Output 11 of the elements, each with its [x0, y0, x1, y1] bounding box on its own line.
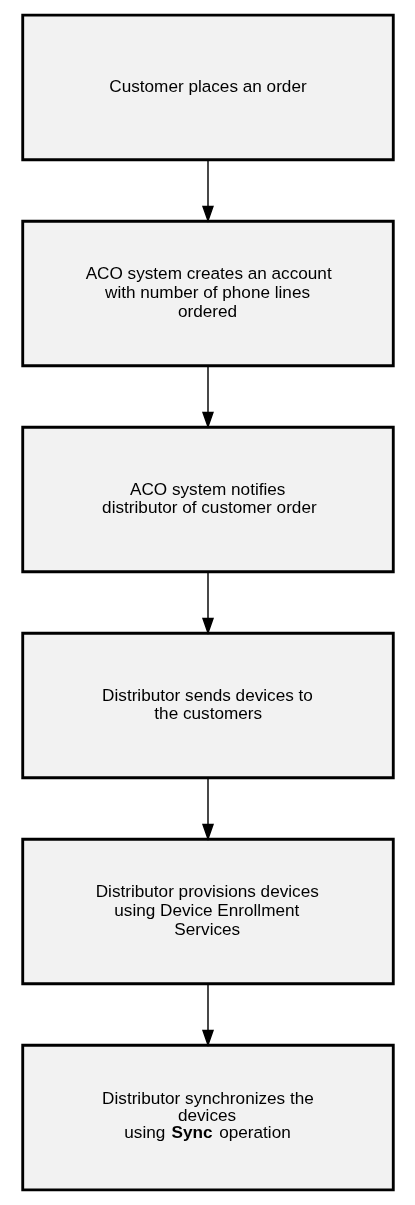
node-box: ACO system creates an account with number of phone lines ordered	[20, 219, 395, 368]
arrow	[201, 777, 214, 841]
node-box: Customer places an order	[20, 13, 395, 162]
arrow	[201, 159, 214, 223]
arrow	[201, 571, 214, 635]
arrow	[201, 365, 214, 429]
node-box: Distributor sends devices to the customers	[20, 631, 395, 780]
node-box: Distributor synchronizes the devices using Sync operation	[20, 1043, 395, 1192]
arrow	[201, 983, 214, 1047]
node-box: Distributor provisions devices using Device Enrollment Services	[20, 837, 395, 986]
node-box: ACO system notifies distributor of customer order	[20, 425, 395, 574]
